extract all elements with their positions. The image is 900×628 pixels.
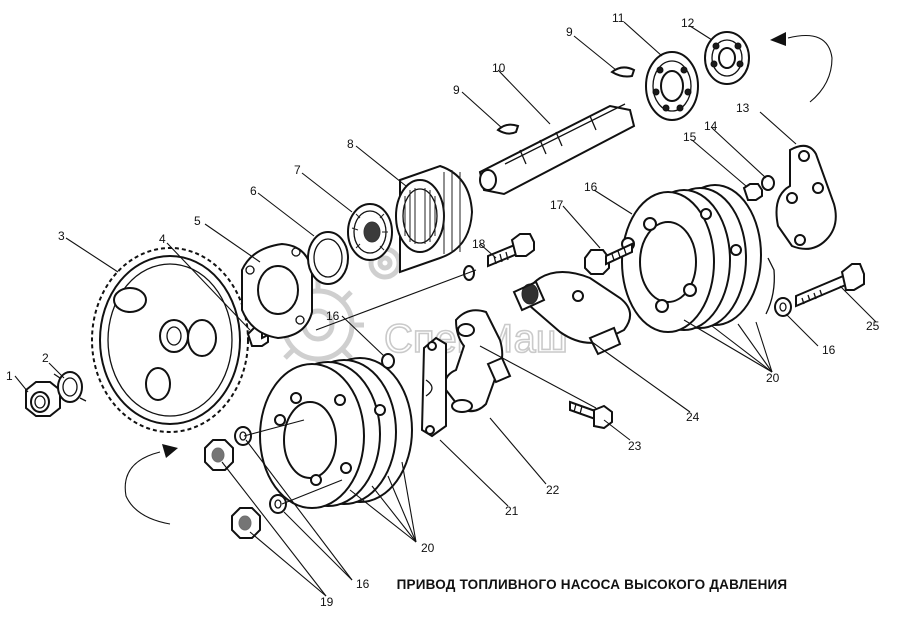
part-2-lock-washer — [53, 371, 87, 403]
callout-20-right: 20 — [766, 371, 780, 385]
callout-20-left: 20 — [421, 541, 435, 555]
part-5-flange — [241, 242, 313, 340]
part-15-bolt — [742, 183, 763, 201]
callout-16-middle: 16 — [326, 309, 340, 323]
part-18-bolt — [487, 233, 535, 268]
spring-clip — [765, 257, 775, 315]
callout-18: 18 — [472, 237, 486, 251]
part-8-roller-bearing — [395, 164, 474, 274]
part-13-bracket — [775, 144, 837, 250]
part-9-key-lower — [496, 123, 520, 135]
callout-11: 11 — [612, 11, 625, 25]
part-11-bearing — [645, 51, 699, 121]
part-19-nut-b — [231, 507, 261, 539]
rotation-arrow-lower-icon — [124, 444, 178, 525]
part-16-washer-a — [234, 426, 252, 446]
callout-12: 12 — [681, 16, 695, 30]
diagram-caption: ПРИВОД ТОПЛИВНОГО НАСОСА ВЫСОКОГО ДАВЛЕН… — [396, 577, 788, 592]
part-21-plate — [420, 336, 447, 438]
callout-6: 6 — [250, 184, 257, 198]
callout-5: 5 — [194, 214, 201, 228]
part-14-washer — [761, 175, 775, 191]
callout-22: 22 — [546, 483, 560, 497]
part-25-bolt — [795, 263, 865, 308]
callout-19: 19 — [320, 595, 334, 609]
part-24-hub-plate — [512, 271, 631, 356]
part-22-lever — [444, 309, 512, 413]
callout-2: 2 — [42, 351, 49, 365]
part-10-shaft — [478, 103, 636, 196]
callout-17: 17 — [550, 198, 564, 212]
callout-7: 7 — [294, 163, 301, 177]
rotation-arrow-upper-icon — [770, 32, 833, 103]
callout-1: 1 — [6, 369, 13, 383]
callout-9-upper: 9 — [566, 25, 573, 39]
part-9-key-upper — [610, 66, 636, 78]
part-20-coupling-disk-lower — [259, 357, 413, 509]
callout-25: 25 — [866, 319, 880, 333]
part-1-nut — [25, 381, 61, 417]
part-6-ring — [307, 231, 349, 285]
callout-leaders — [14, 21, 877, 597]
callout-16-lower: 16 — [356, 577, 370, 591]
callout-23: 23 — [628, 439, 642, 453]
part-16-coupling-disk-upper — [621, 184, 762, 333]
callout-8: 8 — [347, 137, 354, 151]
part-16-washer-b — [269, 494, 287, 514]
part-3-gear — [91, 247, 249, 433]
callout-4: 4 — [159, 232, 166, 246]
callout-16-upper: 16 — [584, 180, 598, 194]
callout-13: 13 — [736, 101, 750, 115]
callout-9-lower: 9 — [453, 83, 460, 97]
callout-labels: 1 2 3 4 5 6 7 8 9 9 10 11 12 13 14 15 16… — [6, 11, 880, 609]
callout-3: 3 — [58, 229, 65, 243]
part-12-bearing — [704, 31, 750, 85]
part-7-bearing — [347, 203, 393, 261]
callout-24: 24 — [686, 410, 700, 424]
part-17-bolt — [584, 242, 633, 275]
part-19-nut-a — [204, 439, 234, 471]
callout-15: 15 — [683, 130, 697, 144]
callout-16-right: 16 — [822, 343, 836, 357]
callout-10: 10 — [492, 61, 506, 75]
callout-21: 21 — [505, 504, 519, 518]
callout-14: 14 — [704, 119, 718, 133]
part-16-washer-right — [774, 297, 792, 317]
part-16-washer-c — [381, 353, 395, 369]
